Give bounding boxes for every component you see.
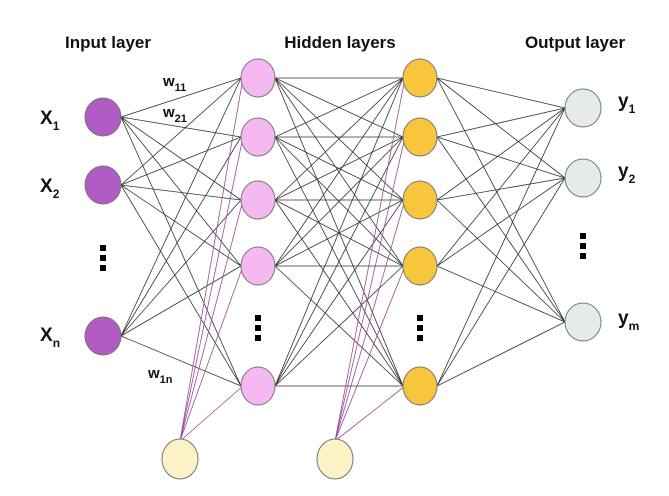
edge-input-1-hidden1-4	[120, 184, 242, 387]
hidden1-node-5	[240, 366, 276, 406]
edge-hidden1-4-hidden2-3	[274, 265, 404, 387]
bias-edge-bias2-4	[334, 385, 406, 442]
output-label-2: y2	[618, 161, 636, 186]
bias-edge-bias2-1	[334, 136, 406, 442]
input-layer-title: Input layer	[65, 33, 151, 52]
output-ellipsis-dot-3	[580, 253, 586, 259]
input-ellipsis-dot-2	[100, 255, 106, 261]
input-label-n: Xn	[40, 325, 60, 350]
bias-edge-bias1-0	[179, 77, 244, 442]
edge-hidden2-0-output-2	[436, 77, 566, 323]
edge-hidden1-4-hidden2-0	[274, 77, 404, 387]
edge-hidden1-3-hidden2-1	[274, 136, 404, 267]
hidden1-node-2	[240, 117, 276, 157]
input-ellipsis-dot-1	[100, 245, 106, 251]
output-node-1	[564, 88, 602, 128]
bias1-node	[161, 438, 199, 480]
neuron-nodes	[84, 58, 602, 480]
output-ellipsis-dot-1	[580, 233, 586, 239]
input-label-1: X1	[40, 108, 60, 133]
edge-input-1-hidden1-0	[120, 77, 242, 186]
output-label-1: y1	[618, 91, 636, 116]
bias-edge-bias1-1	[179, 136, 244, 442]
edge-input-0-hidden1-4	[120, 116, 242, 387]
hidden2-node-5	[402, 366, 438, 406]
edge-hidden2-3-output-2	[436, 265, 566, 323]
edge-hidden1-2-hidden2-0	[274, 77, 404, 201]
bias-edge-bias1-4	[179, 385, 244, 442]
edge-hidden2-1-output-1	[436, 136, 566, 179]
edge-input-0-hidden1-0	[120, 77, 242, 118]
edge-hidden1-4-hidden2-2	[274, 199, 404, 387]
hidden1-ellipsis-dot-2	[255, 325, 261, 331]
hidden1-node-3	[240, 180, 276, 220]
bias2-node	[316, 438, 354, 480]
edge-hidden2-2-output-1	[436, 177, 566, 201]
bias-edge-bias2-2	[334, 199, 406, 442]
weight-label-w1n: w1n	[147, 365, 173, 386]
hidden1-ellipsis-dot-1	[255, 315, 261, 321]
hidden2-node-3	[402, 180, 438, 220]
edge-input-1-hidden1-3	[120, 184, 242, 267]
edge-hidden2-3-output-1	[436, 177, 566, 267]
hidden1-node-4	[240, 246, 276, 286]
weight-label-w21: w21	[162, 104, 187, 125]
edge-input-2-hidden1-4	[120, 335, 242, 387]
hidden-layers-title: Hidden layers	[284, 33, 396, 52]
edge-hidden2-1-output-2	[436, 136, 566, 323]
input-node-1	[84, 97, 122, 137]
bias-edge-bias1-3	[179, 265, 244, 442]
edge-hidden2-1-output-0	[436, 107, 566, 138]
hidden1-node-1	[240, 58, 276, 98]
edge-hidden2-3-output-0	[436, 107, 566, 267]
edge-hidden2-0-output-1	[436, 77, 566, 179]
connection-edges	[120, 77, 566, 387]
edge-hidden1-2-hidden2-1	[274, 136, 404, 201]
edge-hidden2-2-output-0	[436, 107, 566, 201]
edge-input-2-hidden1-2	[120, 199, 242, 337]
edge-hidden2-4-output-1	[436, 177, 566, 387]
output-node-2	[564, 158, 602, 198]
edge-input-1-hidden1-2	[120, 184, 242, 201]
hidden2-ellipsis-dot-1	[417, 315, 423, 321]
edge-input-2-hidden1-0	[120, 77, 242, 337]
edge-hidden2-4-output-2	[436, 321, 566, 387]
edge-hidden2-4-output-0	[436, 107, 566, 387]
bias-edge-bias2-3	[334, 265, 406, 442]
edge-input-2-hidden1-1	[120, 136, 242, 337]
edge-hidden1-1-hidden2-0	[274, 77, 404, 138]
output-ellipsis-dot-2	[580, 243, 586, 249]
edge-input-0-hidden1-1	[120, 116, 242, 138]
input-node-3	[84, 316, 122, 356]
input-ellipsis-dot-3	[100, 265, 106, 271]
hidden2-node-4	[402, 246, 438, 286]
hidden2-ellipsis-dot-3	[417, 335, 423, 341]
edge-hidden1-4-hidden2-1	[274, 136, 404, 387]
weight-label-w11: w11	[162, 73, 186, 94]
output-label-m: ym	[618, 308, 639, 333]
output-layer-title: Output layer	[525, 33, 626, 52]
edge-input-0-hidden1-3	[120, 116, 242, 267]
edge-hidden1-3-hidden2-0	[274, 77, 404, 267]
input-node-2	[84, 165, 122, 205]
input-label-2: X2	[40, 176, 60, 201]
hidden2-ellipsis-dot-2	[417, 325, 423, 331]
hidden2-node-1	[402, 58, 438, 98]
ellipsis-dots	[100, 233, 586, 341]
bias-edge-bias1-2	[179, 199, 244, 442]
edge-hidden2-2-output-2	[436, 199, 566, 323]
bias-edge-bias2-0	[334, 77, 406, 442]
bias-connection-edges	[179, 77, 406, 442]
edge-input-2-hidden1-3	[120, 265, 242, 337]
edge-input-0-hidden1-2	[120, 116, 242, 201]
hidden2-node-2	[402, 117, 438, 157]
edge-hidden2-0-output-0	[436, 77, 566, 109]
hidden1-ellipsis-dot-3	[255, 335, 261, 341]
edge-input-1-hidden1-1	[120, 136, 242, 186]
output-node-3	[564, 302, 602, 342]
